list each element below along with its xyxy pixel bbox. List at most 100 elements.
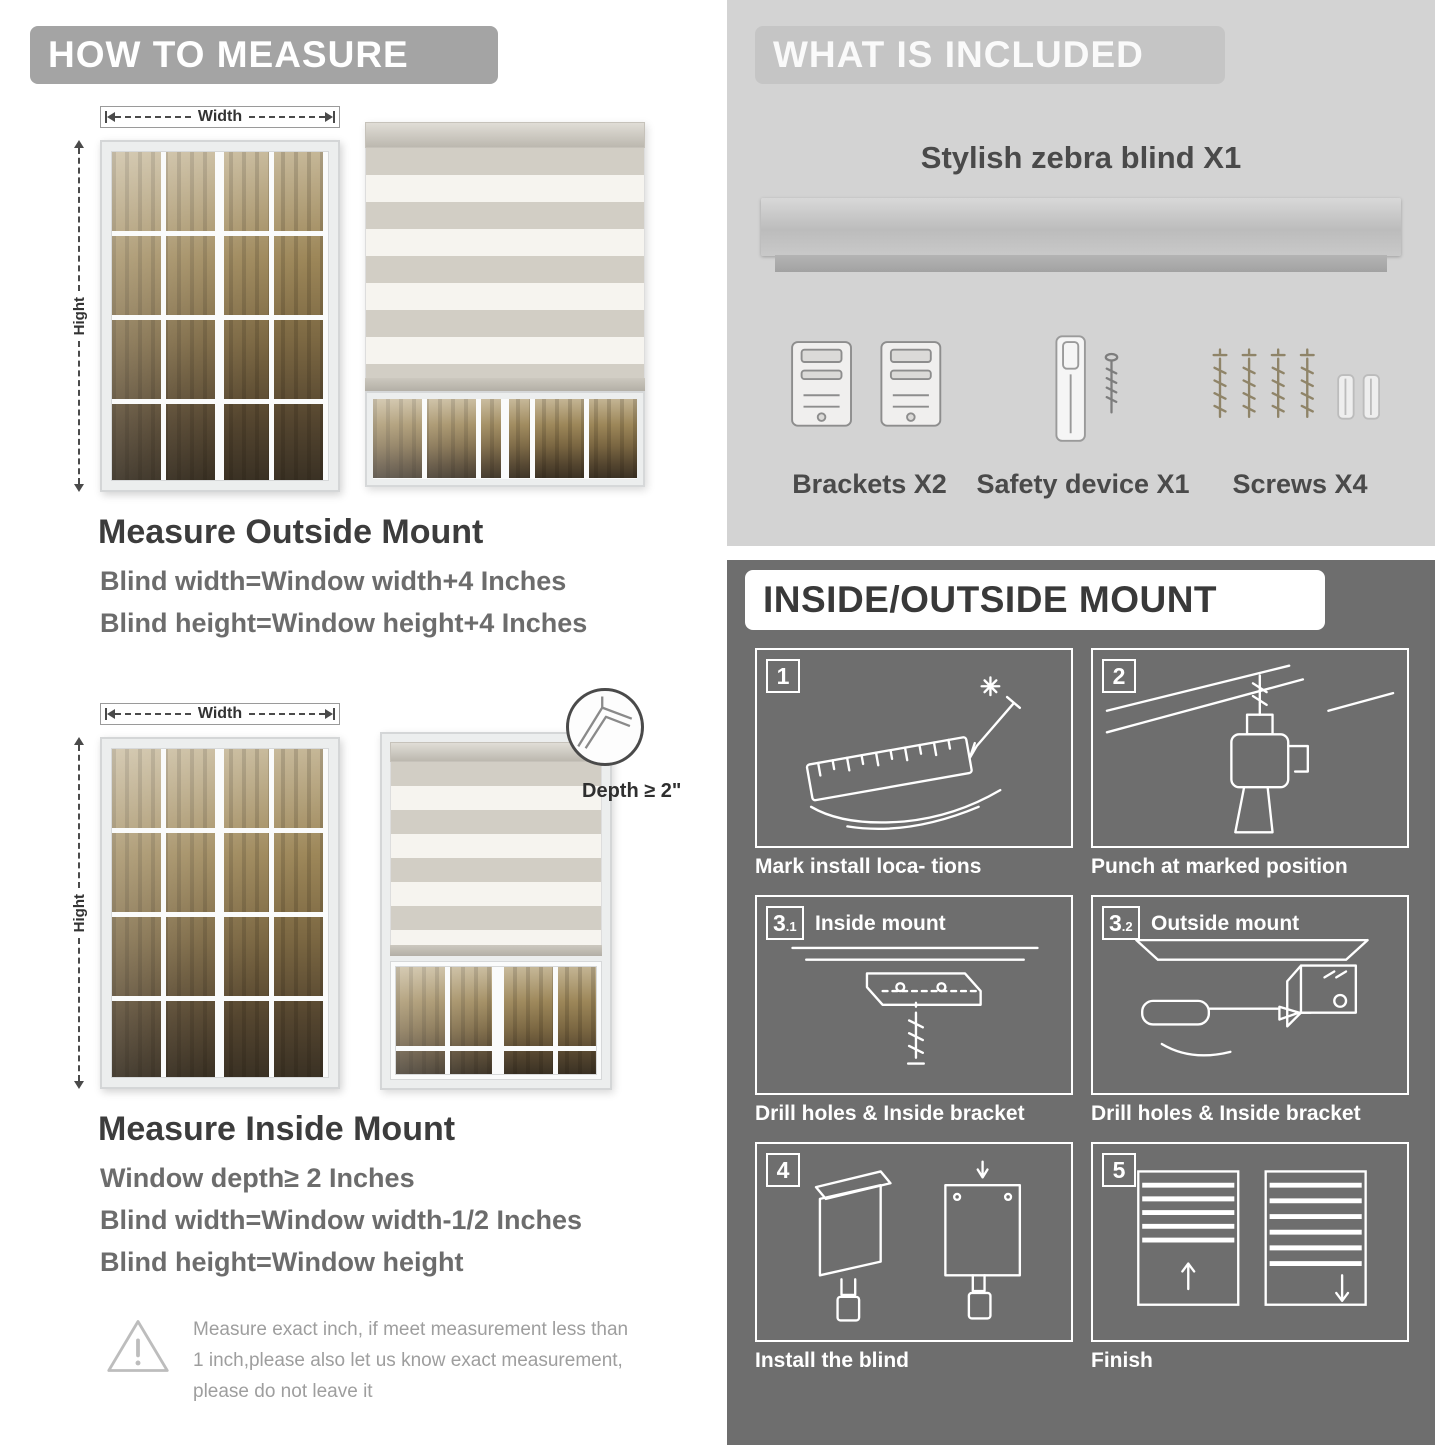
width-dimension-outside: Width — [100, 106, 340, 128]
drill-illustration — [1105, 664, 1395, 834]
included-item-brackets: Brackets X2 — [767, 318, 972, 500]
dimension-end-tick — [333, 708, 335, 720]
dashed-line — [78, 745, 80, 888]
included-item-safety-device: Safety device X1 — [976, 318, 1190, 500]
dimension-end-tick — [105, 111, 107, 123]
dashed-line — [78, 148, 80, 291]
screws-icon — [1212, 348, 1380, 420]
width-label: Width — [197, 705, 243, 722]
brackets-image-wrap — [775, 318, 965, 463]
inside-mount-formula-2: Blind width=Window width-1/2 Inches — [100, 1205, 583, 1235]
depth-label: Depth ≥ 2" — [582, 780, 682, 802]
zebra-blind-outside-mount-illustration — [365, 122, 645, 487]
dashed-line — [249, 116, 325, 118]
step-number: 5 — [1112, 1156, 1126, 1183]
window-below-blind — [365, 391, 645, 487]
window-scene — [373, 399, 637, 479]
step-number-sub: .1 — [785, 919, 797, 934]
inside-mount-formula-1: Window depth≥ 2 Inches — [100, 1163, 415, 1193]
height-label: Hight — [70, 893, 88, 933]
step-number: 2 — [1112, 662, 1126, 689]
arrow-left-icon — [107, 709, 115, 719]
window-corner-zoom-icon — [577, 696, 633, 749]
step-number: 1 — [776, 662, 790, 689]
outside-mount-formula-2: Blind height=Window height+4 Inches — [100, 608, 588, 638]
zebra-blind-headrail-image — [761, 198, 1401, 256]
zebra-blind-inside-mount-illustration — [380, 732, 612, 1090]
step-3-1-cell: 3.1 Inside mount — [755, 895, 1073, 1095]
safety-device-image-wrap — [988, 318, 1178, 463]
arrow-right-icon — [325, 709, 333, 719]
inside-outside-mount-section: INSIDE/OUTSIDE MOUNT 1 — [727, 560, 1435, 1445]
arrow-left-icon — [107, 112, 115, 122]
brackets-label: Brackets X2 — [792, 469, 947, 499]
step-3-2-caption: Drill holes & Inside bracket — [1091, 1102, 1361, 1125]
outside-bracket-illustration — [1135, 938, 1369, 1057]
arrow-up-icon — [74, 737, 84, 745]
height-dimension-outside: Hight — [68, 140, 90, 493]
step-5-cell: 5 — [1091, 1142, 1409, 1342]
how-to-measure-header: HOW TO MEASURE — [30, 26, 498, 84]
window-illustration-outside — [100, 140, 340, 492]
finished-blinds-illustration — [1137, 1170, 1367, 1306]
step-2-caption: Punch at marked position — [1091, 855, 1348, 878]
step-2-cell: 2 — [1091, 648, 1409, 848]
blind-stripes — [365, 148, 645, 378]
step-number: 3 — [1109, 909, 1122, 936]
inside-mount-title: Measure Inside Mount — [98, 1110, 456, 1148]
safety-device-icon — [1055, 335, 1119, 442]
screws-image-wrap — [1200, 318, 1400, 463]
blind-bottomrail — [390, 945, 602, 956]
outside-mount-formula-1: Blind width=Window width+4 Inches — [100, 566, 567, 596]
step-2: 2 Punch at marked position — [1091, 648, 1409, 879]
inside-outside-mount-header: INSIDE/OUTSIDE MOUNT — [745, 570, 1325, 630]
measurement-warning: Measure exact inch, if meet measurement … — [105, 1315, 645, 1407]
step-4-cell: 4 — [755, 1142, 1073, 1342]
product-title: Stylish zebra blind X1 — [920, 140, 1242, 175]
step-number-badge: 1 — [766, 659, 800, 693]
step-number: 4 — [776, 1156, 790, 1183]
dimension-end-tick — [333, 111, 335, 123]
step-5-caption: Finish — [1091, 1349, 1153, 1372]
dashed-line — [115, 116, 191, 118]
dimension-end-tick — [105, 708, 107, 720]
step-3-1-label: Inside mount — [815, 912, 946, 935]
arrow-right-icon — [325, 112, 333, 122]
step-number-sub: .2 — [1121, 919, 1133, 934]
arrow-up-icon — [74, 140, 84, 148]
blind-bottomrail — [365, 378, 645, 391]
step-number-badge: 5 — [1102, 1153, 1136, 1187]
zebra-blind-headrail-lip — [775, 255, 1387, 272]
warning-triangle-icon — [107, 1320, 169, 1372]
included-item-screws: Screws X4 — [1195, 318, 1405, 500]
height-dimension-inside: Hight — [68, 737, 90, 1090]
inside-mount-formula-3: Blind height=Window height — [100, 1247, 464, 1277]
depth-detail-circle — [566, 688, 644, 766]
what-is-included-section: WHAT IS INCLUDED Stylish zebra blind X1 — [727, 0, 1435, 546]
outside-mount-title: Measure Outside Mount — [98, 513, 484, 551]
step-4: 4 — [755, 1142, 1073, 1373]
step-3-2-label: Outside mount — [1151, 912, 1300, 935]
step-number: 3 — [773, 909, 786, 936]
blind-stripes — [390, 762, 602, 945]
window-scene — [111, 748, 329, 1078]
installation-steps-grid: 1 — [755, 648, 1409, 1373]
arrow-down-icon — [74, 484, 84, 493]
arrow-down-icon — [74, 1081, 84, 1090]
step-1-cell: 1 — [755, 648, 1073, 848]
step-number-badge: 4 — [766, 1153, 800, 1187]
step-number-badge: 3.1 — [766, 906, 804, 940]
window-below-blind — [390, 961, 602, 1080]
brackets-icon — [790, 341, 941, 427]
window-illustration-inside — [100, 737, 340, 1089]
step-1-caption: Mark install loca- tions — [755, 855, 982, 878]
install-blind-illustration — [814, 1160, 1022, 1322]
window-scene — [395, 966, 597, 1075]
step-3-1: 3.1 Inside mount — [755, 895, 1073, 1126]
dashed-line — [249, 713, 325, 715]
width-dimension-inside: Width — [100, 703, 340, 725]
dashed-line — [78, 341, 80, 485]
blind-headrail — [365, 122, 645, 148]
dashed-line — [115, 713, 191, 715]
screws-label: Screws X4 — [1232, 469, 1368, 499]
